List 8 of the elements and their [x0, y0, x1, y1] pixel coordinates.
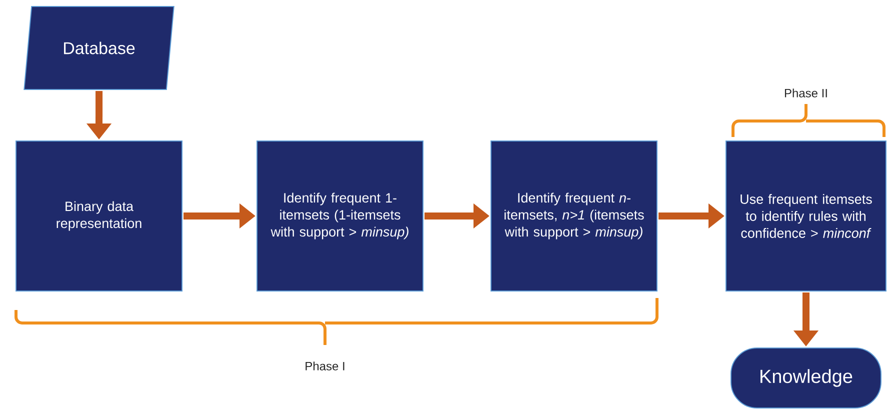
phase-label: Phase II: [784, 88, 827, 98]
terminal-box: Knowledge: [730, 347, 882, 408]
process-box: Use frequent itemsets to identify rules with confidence > minconf: [726, 140, 886, 292]
input-parallelogram: Database: [24, 6, 174, 90]
process-box: Identify frequent n-itemsets, n>1 (itemsets with support > minsup): [490, 140, 658, 292]
phase-label: Phase I: [306, 362, 344, 370]
process-box: Identify frequent 1-itemsets (1-itemsets with support > minsup): [256, 140, 424, 292]
process-box: Binary data representation: [16, 140, 183, 292]
